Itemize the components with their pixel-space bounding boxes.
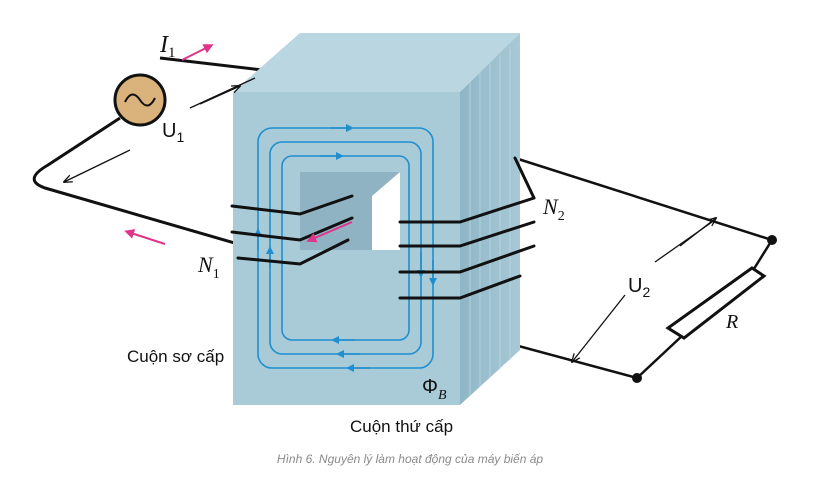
flux-label: ΦB [422,376,447,403]
core-front-face [233,92,460,405]
secondary-coil [398,156,536,300]
u2-label: U2 [628,275,650,300]
u1-dimension [64,77,256,182]
u1-label: U1 [162,120,184,145]
core-top-face [233,33,520,92]
secondary-coil-label: Cuộn thứ cấp [350,417,453,436]
terminal-dot-top [767,235,777,245]
primary-coil [230,194,354,266]
primary-coil-label: Cuộn sơ cấp [127,347,224,366]
n1-label: N1 [197,252,220,282]
transformer-diagram: I1 U1 N1 N2 U2 R ΦB Cuộn sơ cấp Cuộn thứ… [32,32,777,436]
n2-label: N2 [542,194,565,224]
terminal-dot-bottom [632,373,642,383]
resistor-icon [665,266,767,340]
figure-caption: Hình 6. Nguyên lý làm hoạt động của máy … [276,452,544,466]
core-window-opening [372,196,400,250]
i1-arrow [181,44,214,61]
u2-dimension [572,218,716,362]
primary-current-arrow-inner [306,221,353,243]
ac-source-icon [113,73,167,127]
r-label: R [725,311,738,333]
return-current-arrow [124,229,166,245]
i1-label: I1 [159,32,176,61]
primary-circuit [32,56,301,264]
